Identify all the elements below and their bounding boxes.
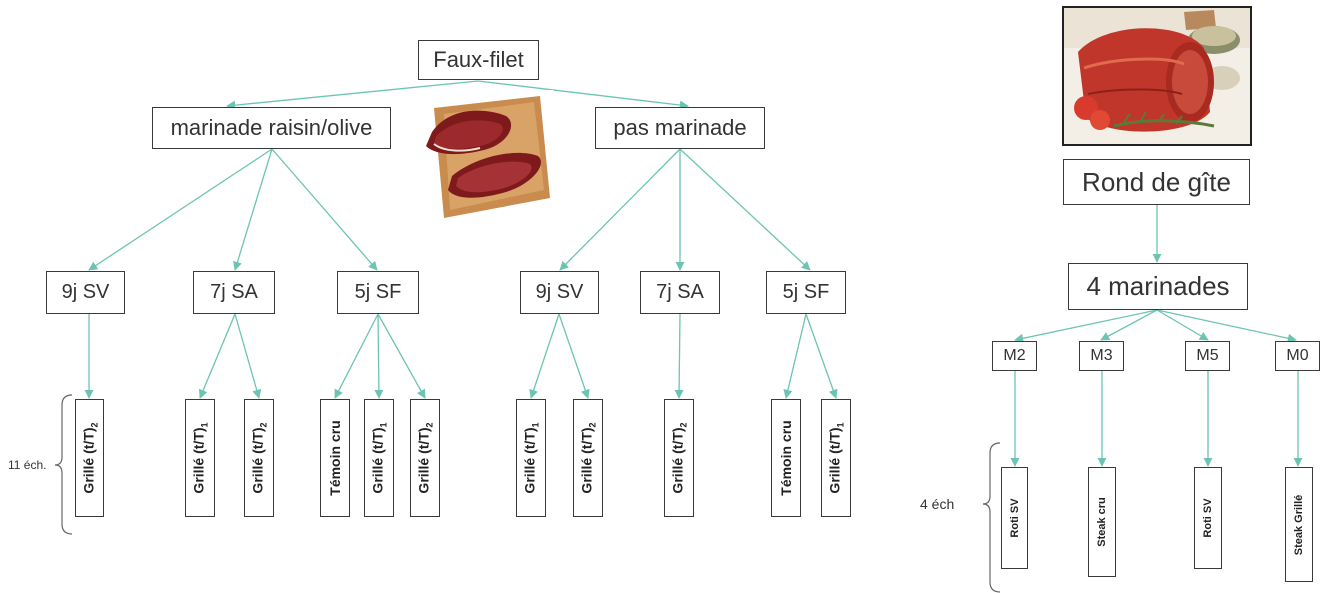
node-m3: M3: [1079, 341, 1124, 371]
leaf-label: Grillé (t/T): [249, 427, 266, 494]
leaf-grille: Grillé (t/T)2: [573, 399, 603, 517]
leaf-temoin-cru: Témoin cru: [771, 399, 801, 517]
leaf-label: Roti SV: [1202, 498, 1214, 538]
leaf-label: Steak cru: [1096, 497, 1108, 547]
leaf-roti-sv: Roti SV: [1194, 467, 1222, 569]
node-m2: M2: [992, 341, 1037, 371]
node-p-5j-sf: 5j SF: [766, 271, 846, 314]
leaf-subscript: 2: [258, 422, 269, 428]
leaf-grille: Grillé (t/T)1: [516, 399, 546, 517]
leaf-subscript: 1: [199, 422, 210, 428]
samples-brace: [54, 394, 1001, 593]
leaf-subscript: 2: [88, 422, 99, 428]
leaf-label: Grillé (t/T): [415, 427, 432, 494]
leaf-grille: Grillé (t/T)2: [410, 399, 440, 517]
leaf-subscript: 2: [587, 422, 598, 428]
leaf-temoin-cru: Témoin cru: [320, 399, 350, 517]
leaf-subscript: 2: [678, 422, 689, 428]
node-4-marinades: 4 marinades: [1068, 263, 1248, 310]
node-marinade-raisin-olive: marinade raisin/olive: [152, 107, 391, 149]
leaf-label: Grillé (t/T): [578, 427, 595, 494]
node-p-9j-sv: 9j SV: [520, 271, 599, 314]
leaf-steak-cru: Steak cru: [1088, 467, 1116, 577]
leaf-subscript: 1: [835, 422, 846, 428]
leaf-label: Grillé (t/T): [521, 427, 538, 494]
node-m0: M0: [1275, 341, 1320, 371]
leaf-label: Grillé (t/T): [190, 427, 207, 494]
leaf-grille: Grillé (t/T)1: [821, 399, 851, 517]
leaf-grille: Grillé (t/T)2: [75, 399, 104, 517]
leaf-subscript: 2: [424, 422, 435, 428]
leaf-label: Grillé (t/T): [669, 427, 686, 494]
node-rond-de-gite: Rond de gîte: [1063, 159, 1250, 205]
leaf-grille: Grillé (t/T)1: [185, 399, 215, 517]
leaf-steak-grille: Steak Grillé: [1285, 467, 1313, 582]
node-m-7j-sa: 7j SA: [193, 271, 275, 314]
leaf-label: Témoin cru: [778, 420, 794, 496]
leaf-label: Grillé (t/T): [80, 427, 97, 494]
node-m-9j-sv: 9j SV: [46, 271, 125, 314]
leaf-label: Grillé (t/T): [369, 427, 386, 494]
leaf-label: Grillé (t/T): [826, 427, 843, 494]
right-samples-note: 4 éch: [920, 496, 955, 512]
node-m-5j-sf: 5j SF: [337, 271, 419, 314]
left-samples-note: 11 éch.: [8, 458, 47, 472]
leaf-grille: Grillé (t/T)1: [364, 399, 394, 517]
node-m5: M5: [1185, 341, 1230, 371]
leaf-grille: Grillé (t/T)2: [664, 399, 694, 517]
leaf-label: Témoin cru: [327, 420, 343, 496]
rond-de-gite-photo: [1064, 8, 1250, 144]
leaf-label: Steak Grillé: [1293, 494, 1305, 555]
node-faux-filet: Faux-filet: [418, 40, 539, 80]
leaf-roti-sv: Roti SV: [1001, 467, 1028, 569]
faux-filet-photo: [414, 90, 553, 220]
leaf-subscript: 1: [378, 422, 389, 428]
leaf-label: Roti SV: [1008, 498, 1021, 538]
leaf-subscript: 1: [530, 422, 541, 428]
leaf-grille: Grillé (t/T)2: [244, 399, 274, 517]
steak-image: [414, 90, 553, 220]
node-p-7j-sa: 7j SA: [640, 271, 720, 314]
roast-image: [1062, 6, 1252, 146]
node-pas-marinade: pas marinade: [595, 107, 765, 149]
